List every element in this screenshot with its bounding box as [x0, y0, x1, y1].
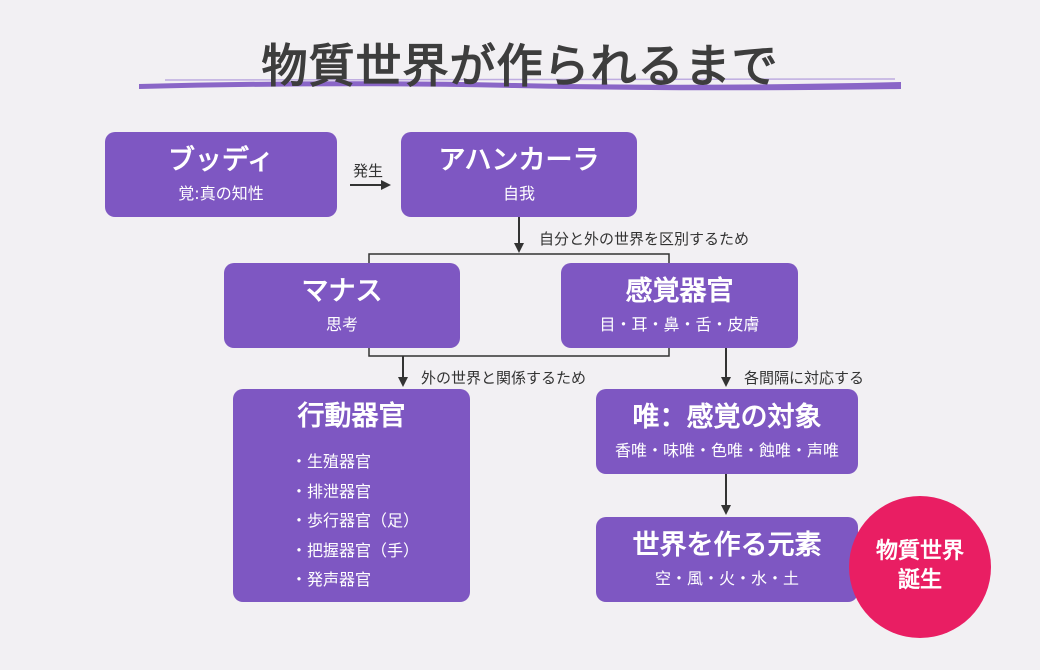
page-title: 物質世界が作られるまで — [261, 39, 779, 93]
node-action-item: ・生殖器官 — [291, 452, 372, 472]
node-ahankara: アハンカーラ 自我 — [401, 132, 637, 217]
label-distinguish: 自分と外の世界を区別するため — [539, 230, 750, 248]
node-manas: マナス 思考 — [224, 263, 460, 348]
badge-line1: 物質世界 — [875, 539, 964, 565]
node-manas-sub: 思考 — [325, 315, 358, 335]
node-ahankara-sub: 自我 — [502, 184, 535, 204]
label-relate: 外の世界と関係するため — [421, 369, 587, 387]
node-action-item: ・排泄器官 — [291, 481, 372, 501]
node-buddhi: ブッディ 覚:真の知性 — [105, 132, 337, 217]
title-underline — [139, 78, 901, 91]
node-buddhi-title: ブッディ — [167, 144, 275, 176]
node-tanmatra-title: 唯：感覚の対象 — [632, 401, 822, 433]
node-action-item: ・歩行器官（足） — [291, 511, 420, 531]
label-correspond: 各間隔に対応する — [744, 369, 865, 387]
node-elements-sub: 空・風・火・水・土 — [654, 569, 799, 589]
label-arise: 発生 — [353, 162, 384, 180]
node-action-item: ・発声器官 — [291, 570, 372, 590]
node-action-list: ・生殖器官 ・排泄器官 ・歩行器官（足） ・把握器官（手） ・発声器官 — [233, 447, 419, 595]
node-manas-title: マナス — [301, 275, 383, 307]
bracket-split — [368, 253, 670, 263]
node-action-title: 行動器官 — [297, 401, 406, 432]
node-elements-title: 世界を作る元素 — [632, 529, 822, 561]
badge-material-world-birth: 物質世界 誕生 — [849, 496, 991, 638]
bracket-join — [368, 348, 670, 357]
node-senses-title: 感覚器官 — [625, 275, 734, 307]
node-tanmatra-sub: 香唯・味唯・色唯・蝕唯・声唯 — [614, 441, 839, 461]
badge-line2: 誕生 — [897, 568, 942, 593]
node-action: 行動器官 ・生殖器官 ・排泄器官 ・歩行器官（足） ・把握器官（手） ・発声器官 — [233, 389, 470, 602]
node-tanmatra: 唯：感覚の対象 香唯・味唯・色唯・蝕唯・声唯 — [596, 389, 858, 474]
node-ahankara-title: アハンカーラ — [438, 144, 600, 176]
node-buddhi-sub: 覚:真の知性 — [178, 184, 264, 204]
node-senses-sub: 目・耳・鼻・舌・皮膚 — [599, 315, 760, 335]
node-elements: 世界を作る元素 空・風・火・水・土 — [596, 517, 858, 602]
node-senses: 感覚器官 目・耳・鼻・舌・皮膚 — [561, 263, 798, 348]
node-action-item: ・把握器官（手） — [291, 540, 420, 560]
